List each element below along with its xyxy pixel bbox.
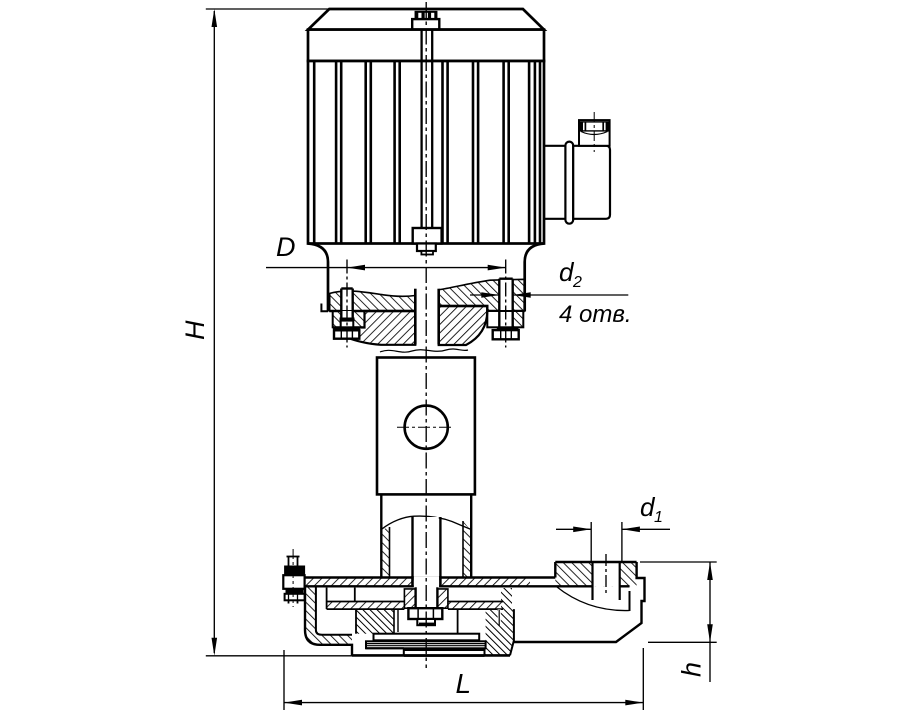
svg-text:L: L — [456, 668, 472, 699]
svg-text:2: 2 — [572, 274, 582, 291]
svg-text:1: 1 — [654, 509, 663, 526]
svg-text:h: h — [677, 662, 707, 677]
svg-text:d: d — [559, 257, 575, 287]
svg-text:D: D — [276, 232, 296, 262]
svg-text:H: H — [180, 320, 210, 340]
svg-text:4 отв.: 4 отв. — [559, 301, 632, 328]
svg-text:d: d — [640, 492, 656, 522]
